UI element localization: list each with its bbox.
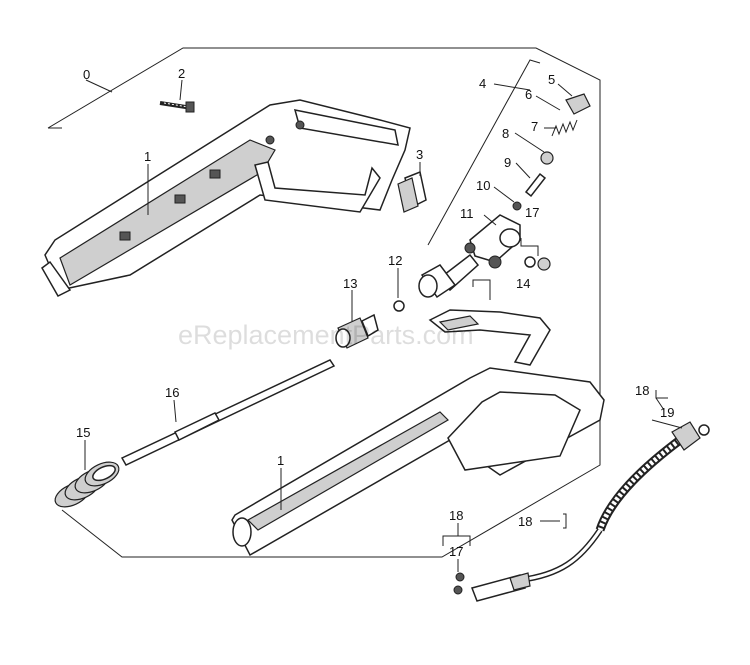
valve-seal [512,201,522,211]
callout-8: 8 [502,126,509,141]
clip-block [397,170,427,213]
cap-nut [565,93,591,115]
valve-ball [540,151,554,165]
callout-12: 12 [388,253,402,268]
callout-1-top: 1 [144,149,151,164]
high-pressure-hose [453,421,710,602]
valve-body [438,214,521,292]
callout-5: 5 [548,72,555,87]
callout-9: 9 [504,155,511,170]
callout-15: 15 [76,425,90,440]
handle-half-upper [41,99,411,297]
handle-half-lower [231,367,605,557]
trigger-lever [428,309,551,366]
o-ring [393,300,405,312]
hose-fitting [335,313,379,349]
callout-7: 7 [531,119,538,134]
assembly-boundary [47,47,601,558]
callout-1-bottom: 1 [277,453,284,468]
valve-pin [524,172,547,198]
callout-13: 13 [343,276,357,291]
callout-0: 0 [83,67,90,82]
coupling-nut [418,264,457,299]
callout-4: 4 [479,76,486,91]
lance-spring [54,461,120,508]
valve-spring [551,119,578,137]
callout-17-top: 17 [525,205,539,220]
callout-16: 16 [165,385,179,400]
callout-14: 14 [516,276,530,291]
callout-10: 10 [476,178,490,193]
callout-6: 6 [525,87,532,102]
callout-11: 11 [460,206,474,221]
watermark: eReplacementParts.com [178,320,474,350]
callout-18-mid: 18 [518,514,532,529]
o-ring-set [524,256,551,271]
callout-18-hose-top: 18 [635,383,649,398]
callout-19: 19 [660,405,674,420]
callout-3: 3 [416,147,423,162]
callout-2: 2 [178,66,185,81]
lance-rod [120,359,336,466]
callout-18-bottom: 18 [449,508,463,523]
callout-17-bottom: 17 [449,544,463,559]
screw [159,101,195,113]
